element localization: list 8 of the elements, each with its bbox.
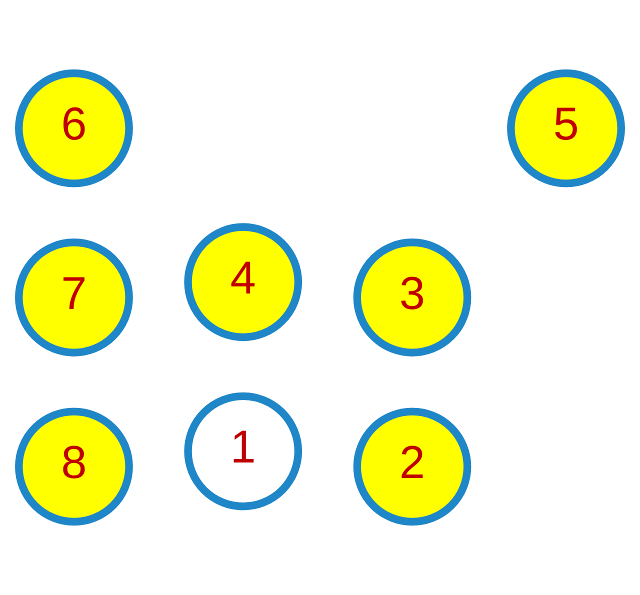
node-circle: 6 [15, 69, 133, 188]
node-circle: 4 [184, 223, 302, 342]
node-circle: 8 [15, 408, 133, 526]
node-circle: 2 [353, 408, 472, 526]
node-circle: 7 [15, 238, 133, 356]
node-circle: 3 [353, 238, 472, 356]
node-circle: 5 [507, 69, 625, 188]
node-circle: 1 [184, 392, 302, 510]
